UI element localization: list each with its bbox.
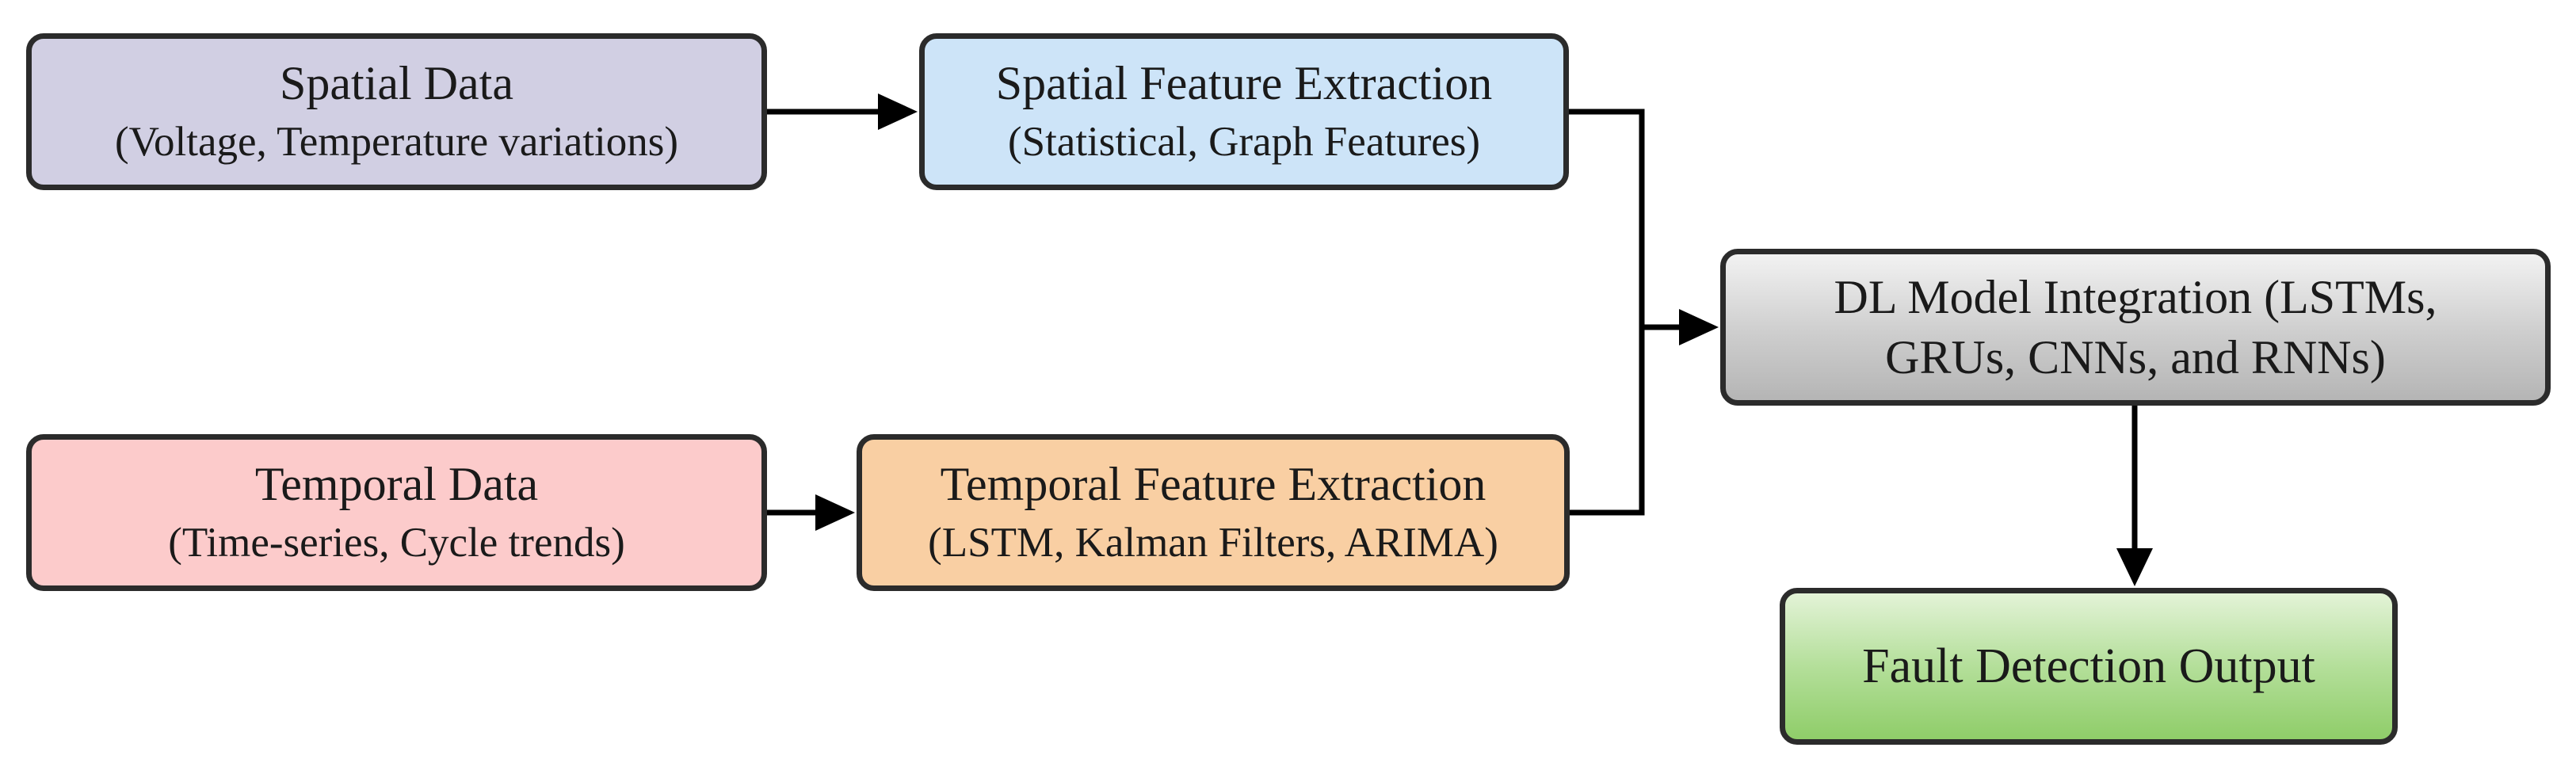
node-temporal-feature-extraction: Temporal Feature Extraction (LSTM, Kalma… <box>857 434 1570 591</box>
node-temporal-feature-subtitle: (LSTM, Kalman Filters, ARIMA) <box>928 520 1498 566</box>
node-dl-model-integration: DL Model Integration (LSTMs, GRUs, CNNs,… <box>1720 249 2551 406</box>
arrowhead-temporal-feature <box>815 494 855 531</box>
node-spatial-feature-subtitle: (Statistical, Graph Features) <box>1007 119 1481 165</box>
arrowhead-spatial-feature <box>878 93 918 130</box>
node-spatial-data: Spatial Data (Voltage, Temperature varia… <box>26 33 767 190</box>
node-spatial-data-subtitle: (Voltage, Temperature variations) <box>114 119 679 165</box>
connector-temporal-feature-to-junction <box>1569 327 1645 516</box>
node-spatial-data-title: Spatial Data <box>280 57 513 109</box>
arrowhead-dl-model <box>1679 309 1719 345</box>
connector-spatial-feature-to-junction <box>1569 109 1645 327</box>
node-temporal-data: Temporal Data (Time-series, Cycle trends… <box>26 434 767 591</box>
arrowhead-fault-output <box>2116 548 2153 586</box>
node-temporal-data-subtitle: (Time-series, Cycle trends) <box>168 520 625 566</box>
node-temporal-feature-title: Temporal Feature Extraction <box>940 458 1486 510</box>
node-fault-output-title: Fault Detection Output <box>1862 639 2315 693</box>
node-spatial-feature-title: Spatial Feature Extraction <box>995 57 1493 109</box>
node-fault-detection-output: Fault Detection Output <box>1780 588 2398 745</box>
node-temporal-data-title: Temporal Data <box>254 458 539 510</box>
node-dl-model-line2: GRUs, CNNs, and RNNs) <box>1885 331 2386 383</box>
node-dl-model-line1: DL Model Integration (LSTMs, <box>1834 271 2437 323</box>
node-spatial-feature-extraction: Spatial Feature Extraction (Statistical,… <box>919 33 1569 190</box>
